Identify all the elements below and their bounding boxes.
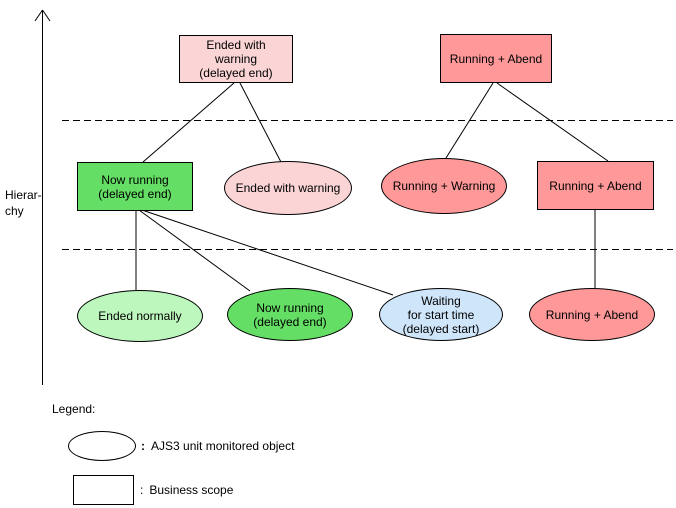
hierarchy-axis-label-line1: Hierar- (5, 188, 42, 202)
node-label-line: Running + Abend (549, 178, 642, 193)
node-label-line: (delayed start) (402, 321, 480, 336)
hierarchy-arrow-icon (34, 9, 51, 385)
node-running-warning-ellipse: Running + Warning (381, 158, 507, 214)
legend-item-business-scope: : Business scope (140, 475, 233, 505)
hierarchy-axis-label: Hierar- chy (5, 187, 42, 219)
node-ended-with-warning-delayed-end-box: Ended with warning (delayed end) (179, 35, 293, 83)
legend-title: Legend: (52, 402, 96, 416)
connector-warningbox-to-nowrunningbox (142, 82, 235, 163)
node-label-line: warning (214, 52, 258, 66)
node-ended-with-warning-ellipse: Ended with warning (224, 161, 352, 215)
node-running-abend-bottom-ellipse: Running + Abend (529, 288, 655, 341)
node-label-line: (delayed end) (253, 314, 327, 329)
connector-nowrunningbox-to-waitingellipse (141, 209, 394, 296)
node-label-line: Ended normally (98, 309, 182, 323)
connector-abendbox-to-warningellipse (445, 82, 494, 159)
node-label-line: (delayed end) (199, 66, 273, 80)
node-now-running-delayed-end-ellipse: Now running (delayed end) (227, 288, 353, 341)
legend-separator: : (141, 439, 145, 453)
node-label-line: Ended with warning (235, 181, 341, 195)
node-label-line: Running + Abend (449, 51, 543, 66)
legend-rectangle-symbol (73, 475, 134, 505)
hierarchy-axis-label-line2: chy (5, 204, 24, 218)
connector-nowrunningbox-to-nowrunningellipse (138, 209, 251, 292)
legend-item-label: Business scope (149, 483, 234, 497)
node-label-line: for start time (407, 307, 475, 322)
node-now-running-delayed-end-box: Now running (delayed end) (77, 162, 193, 211)
connector-abendbox-to-abendmidbox (496, 82, 609, 162)
legend-separator: : (140, 483, 144, 497)
node-label-line: Ended with (206, 38, 266, 52)
legend-item-monitored-object: : AJS3 unit monitored object (141, 431, 294, 461)
node-ended-normally-ellipse: Ended normally (77, 290, 203, 342)
node-running-abend-mid-box: Running + Abend (537, 161, 654, 210)
node-label-line: Waiting (421, 293, 461, 308)
node-label-line: (delayed end) (98, 186, 172, 201)
node-running-abend-top-box: Running + Abend (440, 34, 552, 83)
node-label-line: Running + Warning (392, 179, 496, 193)
legend-ellipse-symbol (68, 431, 136, 461)
node-label-line: Running + Abend (545, 307, 639, 322)
node-waiting-for-start-time-ellipse: Waiting for start time (delayed start) (379, 288, 503, 341)
node-label-line: Now running (101, 172, 169, 187)
connector-warningbox-to-warningellipse (239, 82, 283, 165)
legend-item-label: AJS3 unit monitored object (151, 439, 295, 453)
node-label-line: Now running (256, 300, 324, 315)
